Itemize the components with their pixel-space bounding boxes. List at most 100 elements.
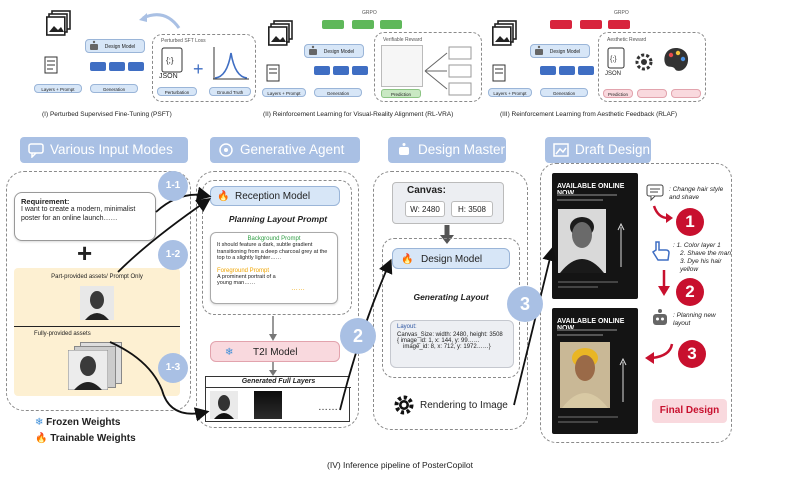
final-poster: AVAILABLE ONLINE NOW: [552, 308, 638, 434]
poster-headline: AVAILABLE ONLINE NOW: [557, 183, 625, 197]
requirement-text: I want to create a modern, minimalist po…: [21, 206, 136, 222]
design-model-box: Design Model: [530, 44, 590, 58]
image-icon: [553, 143, 569, 157]
robot-icon: [535, 45, 543, 55]
asset-stack: [64, 342, 124, 392]
green-tokens: [322, 20, 402, 30]
robot-icon: [653, 309, 667, 325]
layers-prompt-box: Layers + Prompt: [262, 88, 306, 97]
planning-layout-label: Planning Layout Prompt: [228, 214, 328, 224]
planning-text: : Planning new layout: [673, 312, 716, 327]
verifiable-reward-box: Verifiable Reward Prediction: [374, 32, 482, 102]
reception-group: [202, 180, 352, 315]
requirement-title: Requirement:: [21, 197, 70, 206]
header-design-master: Design Master: [388, 137, 506, 163]
step-1-2: 1-2: [158, 240, 188, 270]
snowflake-icon: ❄: [35, 417, 44, 428]
snowflake-icon: ❄: [225, 347, 234, 358]
edit-step-3: 3. Dye his hair yellow: [680, 258, 722, 273]
token-bar: [540, 66, 594, 75]
final-design-label: Final Design: [652, 399, 727, 423]
t2i-model-label: T2I Model: [253, 347, 298, 358]
robot-icon: [90, 40, 98, 50]
header-input-modes-label: Various Input Modes: [50, 142, 173, 157]
brain-gear-icon: [219, 143, 233, 157]
poster-arrow: [617, 223, 625, 267]
layer-background: [254, 391, 282, 419]
json-label: JSON: [159, 73, 178, 80]
generative-agent-container: [196, 171, 359, 428]
step-badge-1: 1: [676, 208, 704, 236]
step-1-1: 1-1: [158, 171, 188, 201]
layout-line-1: Canvas_Size: width: 2480, height: 3508: [397, 332, 503, 338]
gears-icon: [635, 53, 653, 71]
json-file-icon: {;}: [607, 47, 625, 69]
step-2: 2: [340, 318, 376, 354]
background-prompt-text: It should feature a dark, subtle gradien…: [217, 242, 328, 261]
layout-title: Layout:: [397, 324, 417, 330]
reward-box-a: [637, 89, 667, 98]
generated-layers-label: Generated Full Layers: [206, 377, 351, 388]
gear-icon: [394, 395, 414, 415]
arrow-down-red: [658, 270, 670, 296]
step-badge-3: 3: [678, 340, 706, 368]
panel-rlvra: GRPO Design Model Layers + Prompt Genera…: [262, 6, 487, 108]
svg-text:{;}: {;}: [166, 56, 174, 65]
design-model-label: Design Model: [421, 254, 483, 265]
prompt-dots: ……: [291, 285, 305, 292]
reception-model-label: Reception Model: [235, 191, 311, 202]
poster-portrait-color: [560, 342, 610, 408]
gaussian-icon: [213, 47, 249, 80]
draft-poster: AVAILABLE ONLINE NOW: [552, 173, 638, 299]
chat-icon: [28, 143, 44, 158]
cycle-arrow-icon: [139, 13, 181, 29]
hand-pointer-icon: [651, 241, 670, 261]
arrow-1-3: [109, 341, 210, 422]
part-provided-label: Part-provided assets/ Prompt Only: [51, 274, 143, 280]
header-design-master-label: Design Master: [418, 142, 506, 157]
canvas-card: Canvas: W: 2480 H: 3508: [392, 182, 504, 224]
generating-layout-label: Generating Layout: [413, 292, 489, 302]
step-badge-2: 2: [676, 278, 704, 306]
canvas-height: H: 3508: [451, 201, 493, 217]
generated-layers-box: Generated Full Layers: [205, 376, 351, 422]
robot-icon: [399, 143, 409, 155]
caption-psft: (I) Perturbed Supervised Fine-Tuning (PS…: [42, 111, 172, 118]
chat-icon: [646, 184, 664, 202]
document-icon: [266, 64, 280, 82]
prompt-card: Background Prompt It should feature a da…: [210, 232, 338, 304]
aesthetic-reward-box: Aesthetic Reward {;} JSON Prediction: [598, 32, 706, 102]
generation-box: Generation: [90, 84, 138, 93]
feedback-text: : Change hair style and shave: [669, 186, 724, 201]
header-generative-agent-label: Generative Agent: [240, 142, 345, 157]
legend-frozen: ❄ Frozen Weights: [35, 417, 120, 428]
canvas-width: W: 2480: [405, 201, 445, 217]
arrow-1-2: [117, 197, 211, 273]
portrait-thumbnail: [80, 286, 114, 320]
branch-lines: [424, 46, 472, 96]
divider-line: [14, 326, 180, 327]
ground-truth-box: Ground Truth: [209, 87, 251, 96]
legend-frozen-label: Frozen Weights: [46, 417, 121, 428]
layers-ellipsis: ……: [318, 402, 338, 413]
red-tokens: [550, 20, 630, 30]
poster-portrait-bw: [558, 209, 606, 273]
header-generative-agent: Generative Agent: [210, 137, 360, 163]
layout-line-3: image_id: 8, x: 712, y: 1972……}: [403, 344, 491, 350]
fire-icon: 🔥: [217, 191, 230, 202]
panel-rlaf: GRPO Design Model Layers + Prompt Genera…: [488, 6, 710, 108]
token-bar: [90, 62, 144, 71]
foreground-prompt-title: Foreground Prompt: [217, 267, 270, 274]
curve-arrow-2: [645, 343, 674, 364]
document-icon: [44, 56, 58, 74]
preview-card: [381, 45, 423, 87]
caption-rlvra: (II) Reinforcement Learning for Visual-R…: [263, 111, 454, 118]
design-model-box: Design Model: [85, 39, 145, 53]
design-model-box: Design Model: [304, 44, 364, 58]
grpo-label: GRPO: [614, 10, 629, 16]
prediction-box: Prediction: [603, 89, 633, 98]
poster-headline: AVAILABLE ONLINE NOW: [557, 318, 625, 332]
grpo-label: GRPO: [362, 10, 377, 16]
layers-icon: [46, 10, 71, 36]
design-model-box: 🔥 Design Model: [392, 248, 510, 269]
